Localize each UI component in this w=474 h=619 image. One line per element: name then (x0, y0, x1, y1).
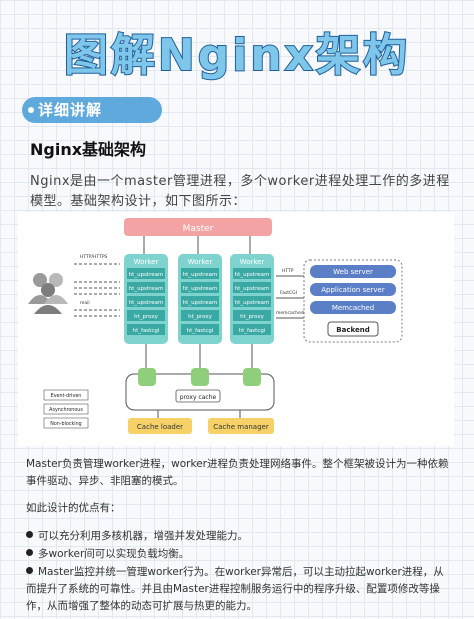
list-item-text: Master监控并统一管理worker行为。在worker异常后，可以主动拉起w… (26, 566, 444, 612)
cache-node (243, 368, 261, 386)
legend-label: Non-blocking (50, 421, 81, 427)
module-label: ht_fastcgi (239, 328, 266, 334)
backend-label: Memcached (332, 304, 374, 312)
cache-manager-label: Cache manager (213, 423, 269, 431)
list-item: 多worker间可以实现负载均衡。 (26, 546, 454, 563)
master-label: Master (183, 224, 214, 234)
worker-title: Worker (134, 258, 159, 266)
legend-label: Event-driven (51, 393, 82, 399)
list-item: Master监控并统一管理worker行为。在worker异常后，可以主动拉起w… (26, 564, 454, 615)
section-pill-label: 详细讲解 (38, 101, 103, 119)
backend-title: Backend (336, 326, 369, 334)
module-label: ht_upstream (183, 272, 218, 278)
pill-dot-icon (28, 107, 34, 113)
backend-panel (303, 259, 403, 343)
cache-loader-label: Cache loader (137, 423, 183, 431)
backend-label: Application server (321, 286, 385, 294)
architecture-diagram-svg: Master Worker ht_upstream ht_upstream ht… (28, 218, 403, 434)
module-label: ht_upstream (235, 286, 270, 292)
module-label: ht_upstream (129, 286, 164, 292)
list-item-text: 可以充分利用多核机器，增强并发处理能力。 (38, 530, 248, 542)
module-label: ht_proxy (188, 314, 212, 320)
protocol-label: memcached (276, 310, 304, 316)
module-label: ht_upstream (235, 272, 270, 278)
cache-node (191, 368, 209, 386)
bullet-icon (26, 567, 33, 574)
master-box (124, 218, 272, 236)
cache-loader-box (128, 418, 192, 434)
module-label: ht_proxy (240, 314, 264, 320)
protocol-label: mail (80, 300, 90, 306)
module-label: ht_upstream (183, 286, 218, 292)
module-label: ht_upstream (183, 300, 218, 306)
module-label: ht_fastcgi (133, 328, 160, 334)
list-item: 可以充分利用多核机器，增强并发处理能力。 (26, 528, 454, 545)
protocol-label: HTTP (282, 268, 294, 274)
module-label: ht_proxy (134, 314, 158, 320)
protocol-label: HTTP/HTTPS (80, 254, 108, 260)
module-label: ht_upstream (129, 272, 164, 278)
cache-manager-box (208, 418, 274, 434)
protocol-label: FastCGI (280, 290, 297, 296)
module-label: ht_upstream (235, 300, 270, 306)
worker-title: Worker (188, 258, 213, 266)
cache-node (138, 368, 156, 386)
legend-label: Asynchronous (49, 407, 83, 413)
users-icon (28, 273, 68, 314)
bullet-icon (26, 549, 33, 556)
module-label: ht_upstream (129, 300, 164, 306)
section-pill: 详细讲解 (22, 97, 162, 123)
section-heading: Nginx基础架构 (30, 140, 147, 159)
worker-title: Worker (240, 258, 265, 266)
page-title: 图解Nginx架构 (63, 29, 411, 82)
architecture-diagram: Master Worker ht_upstream ht_upstream ht… (18, 212, 454, 446)
description-text: Master负责管理worker进程，worker进程负责处理网络事件。整个框架… (26, 458, 449, 487)
advantages-intro: 如此设计的优点有： (26, 502, 121, 514)
list-item-text: 多worker间可以实现负载均衡。 (38, 548, 190, 560)
backend-label: Web server (333, 268, 373, 276)
intro-text: Nginx是由一个master管理进程，多个worker进程处理工作的多进程模型… (30, 174, 450, 209)
bullet-icon (26, 531, 33, 538)
module-label: ht_fastcgi (187, 328, 214, 334)
proxy-cache-label: proxy cache (180, 394, 217, 401)
